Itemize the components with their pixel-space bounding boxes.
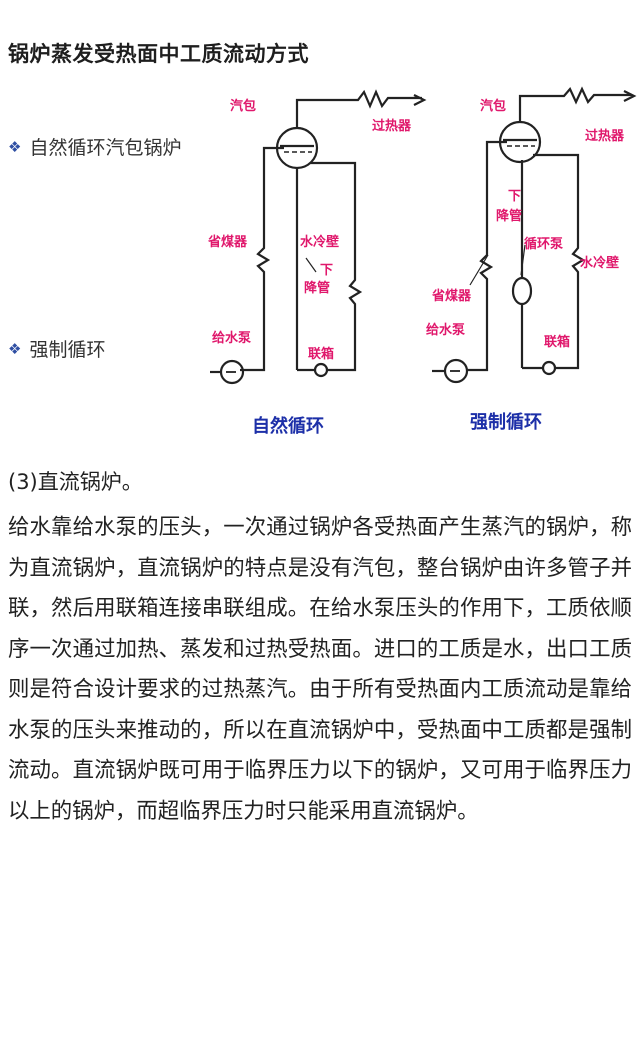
natural-drum-label: 汽包 xyxy=(230,98,256,114)
natural-waterwall-label: 水冷壁 xyxy=(300,234,339,250)
forced-superheater-label: 过热器 xyxy=(585,128,625,144)
bullet-label: 自然循环汽包锅炉 xyxy=(29,137,182,159)
circulation-diagram: 汽包 过热器 省煤器 水冷壁 下 降管 给水泵 联箱 汽包 过热器 下 降管 循… xyxy=(200,80,640,440)
circulation-diagram-svg: 汽包 过热器 省煤器 水冷壁 下 降管 给水泵 联箱 汽包 过热器 下 降管 循… xyxy=(207,86,637,437)
natural-feed-pump-label: 给水泵 xyxy=(212,330,251,346)
forced-downcomer-label-2: 降管 xyxy=(496,208,522,224)
diamond-bullet-icon: ❖ xyxy=(8,339,22,358)
natural-header-shape xyxy=(313,362,329,378)
forced-caption: 强制循环 xyxy=(470,411,542,433)
diamond-bullet-icon: ❖ xyxy=(8,137,22,156)
forced-waterwall-label: 水冷壁 xyxy=(580,255,619,271)
natural-feed-pump-shape xyxy=(219,359,245,385)
bullet-forced-circulation: ❖ 强制循环 xyxy=(8,335,105,362)
forced-economizer-label: 省煤器 xyxy=(431,288,472,304)
natural-circulation-schematic xyxy=(210,89,427,385)
natural-caption: 自然循环 xyxy=(252,415,324,437)
forced-circulation-schematic xyxy=(432,86,637,384)
forced-downcomer-label: 下 xyxy=(508,189,521,204)
forced-drum-label: 汽包 xyxy=(480,98,506,114)
forced-circ-pump-label: 循环泵 xyxy=(524,236,563,252)
bullet-natural-circulation: ❖ 自然循环汽包锅炉 xyxy=(8,133,181,160)
natural-downcomer-label-2: 降管 xyxy=(304,280,330,296)
natural-economizer-label: 省煤器 xyxy=(207,234,248,250)
forced-header-label: 联箱 xyxy=(544,334,570,350)
natural-downcomer-label: 下 xyxy=(320,263,333,278)
bullet-label: 强制循环 xyxy=(29,339,106,361)
forced-circ-pump-shape xyxy=(511,276,533,306)
forced-feed-pump-label: 给水泵 xyxy=(426,322,465,338)
natural-superheater-label: 过热器 xyxy=(372,118,412,134)
section-heading: (3)直流锅炉。 xyxy=(8,470,143,494)
forced-header-shape xyxy=(541,360,557,376)
natural-header-label: 联箱 xyxy=(308,346,334,362)
slide-title: 锅炉蒸发受热面中工质流动方式 xyxy=(8,42,309,66)
body-paragraph: 给水靠给水泵的压头，一次通过锅炉各受热面产生蒸汽的锅炉，称为直流锅炉，直流锅炉的… xyxy=(8,515,632,824)
